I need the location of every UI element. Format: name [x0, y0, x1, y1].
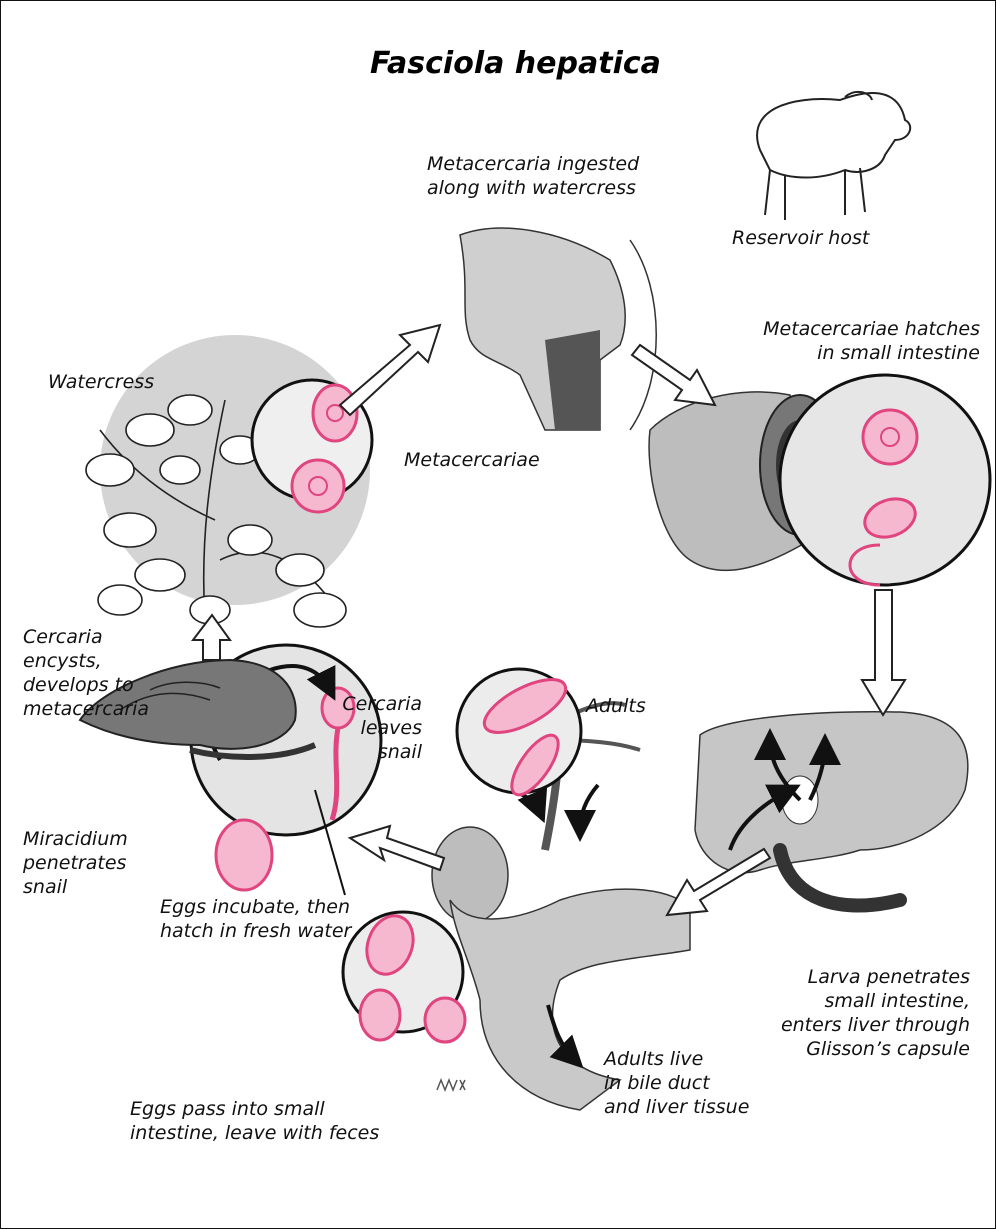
adults-inset	[457, 669, 581, 802]
arrow-watercress-to-head	[340, 325, 440, 415]
human-head-profile	[460, 228, 656, 430]
label-adults-live: Adults live in bile duct and liver tissu…	[604, 1047, 749, 1119]
label-cercaria-encysts: Cercaria encysts, develops to metacercar…	[23, 625, 149, 721]
label-metacercariae-hatches: Metacercariae hatches in small intestine	[740, 317, 980, 365]
hatches-inset	[780, 375, 990, 585]
sheep-icon	[757, 92, 910, 220]
label-miracidium-penetrates: Miracidium penetrates snail	[23, 827, 128, 899]
signature-mark	[437, 1080, 465, 1090]
diagram-title: Fasciola hepatica	[370, 46, 661, 81]
arrow-head-to-intestine	[632, 345, 715, 405]
label-watercress: Watercress	[48, 370, 154, 394]
label-eggs-pass: Eggs pass into small intestine, leave wi…	[130, 1097, 379, 1145]
label-cercaria-leaves-snail: Cercaria leaves snail	[326, 692, 422, 764]
label-metacercaria-ingested: Metacercaria ingested along with watercr…	[427, 152, 639, 200]
label-adults: Adults	[586, 694, 646, 718]
label-metacercariae: Metacercariae	[404, 448, 540, 472]
label-larva-penetrates: Larva penetrates small intestine, enters…	[740, 965, 970, 1061]
arrow-intestine-to-liver	[862, 590, 905, 715]
label-eggs-incubate: Eggs incubate, then hatch in fresh water	[160, 895, 351, 943]
arrow-duct-to-snail	[350, 826, 444, 870]
eggs-inset	[343, 909, 465, 1042]
label-reservoir-host: Reservoir host	[732, 226, 869, 250]
